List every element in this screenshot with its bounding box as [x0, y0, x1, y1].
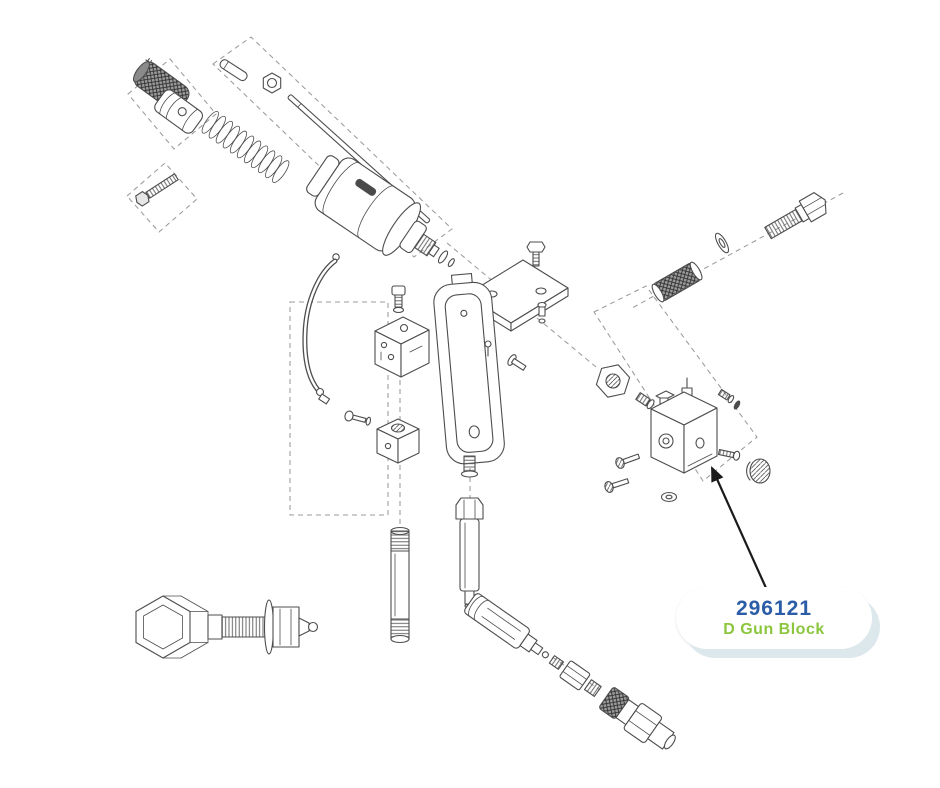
- plate-bolt: [526, 241, 546, 267]
- hex-nut-small: [262, 72, 282, 94]
- hex-bolt-large: [764, 192, 827, 240]
- frame-pin: [484, 340, 492, 357]
- knurled-roller: [651, 261, 703, 303]
- handle-frame: [433, 272, 505, 465]
- swivel-nut: [595, 364, 631, 398]
- block-screw: [344, 410, 372, 426]
- fitting-assembly: [135, 595, 319, 659]
- knob: [746, 458, 771, 484]
- part-name: D Gun Block: [723, 620, 825, 638]
- nut-nipple: [635, 392, 655, 410]
- callout-arrow: [710, 465, 768, 589]
- washer-large: [714, 232, 730, 254]
- bent-tube: [302, 253, 340, 405]
- block-screw-right: [717, 449, 741, 461]
- clamp-sleeve: [154, 89, 204, 134]
- block-top-screw: [717, 388, 735, 404]
- inlet-fitting: [391, 285, 406, 314]
- part-number: 296121: [735, 596, 813, 620]
- plate-screws: [537, 301, 547, 324]
- dowel-pin: [219, 59, 248, 82]
- side-screw: [507, 354, 527, 371]
- d-gun-block: [650, 391, 718, 474]
- hex-bolt-left: [135, 173, 179, 207]
- part-callout[interactable]: 296121 D Gun Block: [676, 587, 872, 649]
- cylinder-body: [306, 155, 455, 268]
- block-bolt-2: [604, 478, 630, 493]
- coil-spring: [201, 110, 290, 183]
- adapter-block: [376, 418, 420, 464]
- block-bolt-1: [615, 453, 641, 469]
- block-washer: [660, 491, 678, 503]
- valve-block: [374, 316, 430, 378]
- block-seal: [733, 400, 741, 410]
- valve-stem: [455, 455, 484, 609]
- pipe-nipple: [390, 526, 410, 644]
- injector-assembly: [464, 593, 676, 750]
